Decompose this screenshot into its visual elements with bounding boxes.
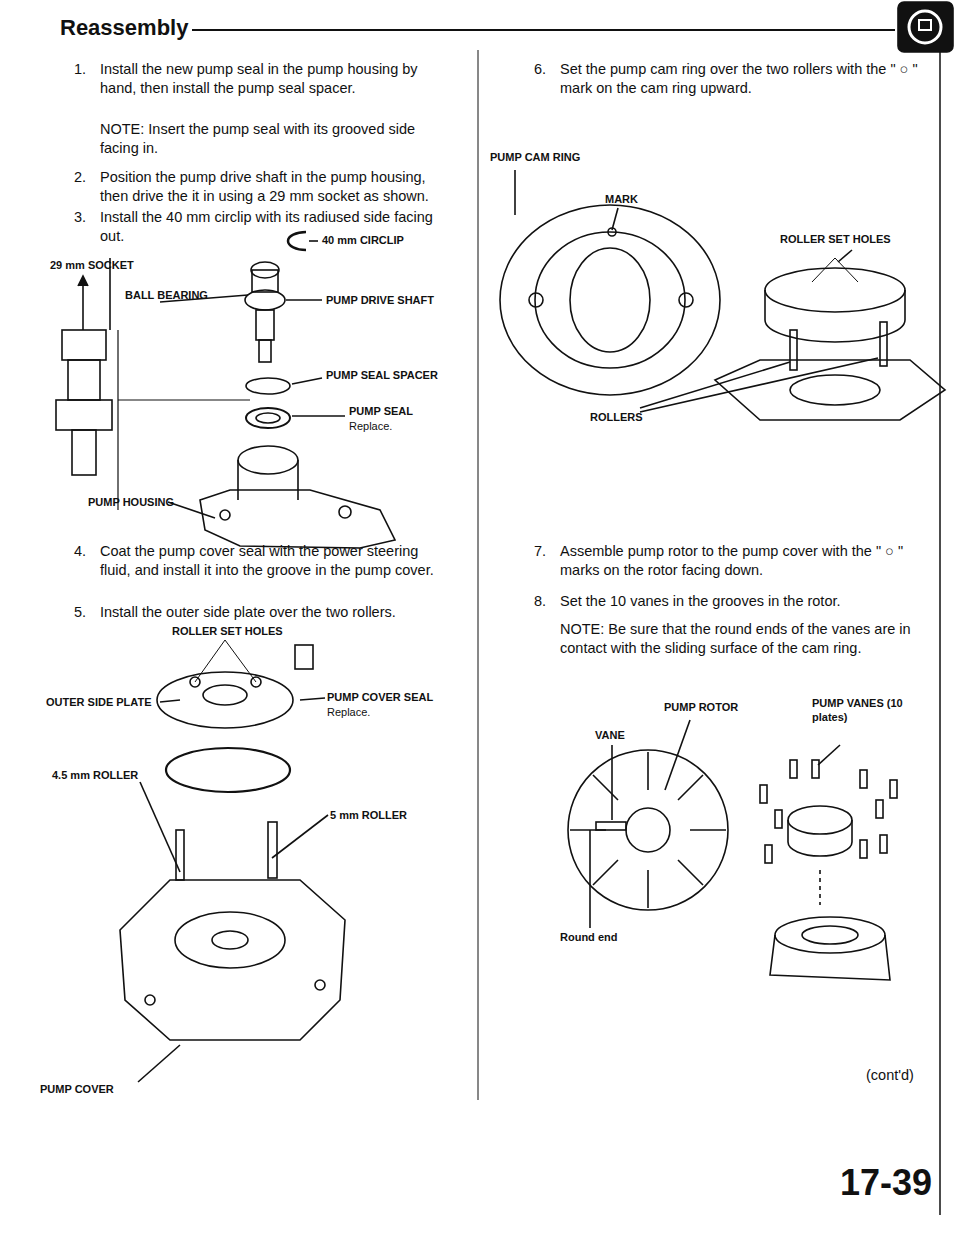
step-text: Install the outer side plate over the tw… [100,603,445,622]
pump-cover [120,822,345,1040]
vane [596,822,626,830]
rotor-face [568,750,728,910]
assembly-bracket [118,330,250,510]
part-label: ROLLER SET HOLES [780,232,891,246]
socket-tool [56,258,112,475]
continued-note: (cont'd) [866,1066,914,1085]
step-number: 8. [534,592,546,611]
step-text: Set the pump cam ring over the two rolle… [560,60,930,98]
step-number: 7. [534,542,546,561]
step-number: 3. [74,208,86,227]
leader-line [818,745,840,765]
leader-line [838,250,852,262]
part-label: PUMP VANES (10 plates) [812,696,907,725]
leader-line [640,358,878,412]
leader-line [589,830,591,928]
part-note: Replace. [349,419,392,433]
leader-line [612,208,618,230]
circlip [288,232,306,250]
outer-side-plate [157,640,293,728]
leader-line [292,378,322,384]
leader-line [286,299,322,301]
part-label: 5 mm ROLLER [330,808,407,822]
seal-spacer [246,378,290,394]
part-label: VANE [595,728,625,742]
tool-label: 29 mm SOCKET [50,258,134,272]
leader-line [309,240,318,242]
step-text: Install the new pump seal in the pump ho… [100,60,445,98]
part-label: ROLLERS [590,410,643,424]
part-label: PUMP CAM RING [490,150,580,164]
leader-line [138,1045,180,1082]
part-label: PUMP COVER SEAL [327,690,433,704]
leader-line [292,415,345,417]
leader-line [611,745,613,820]
part-label: MARK [605,192,638,206]
leader-line [640,362,790,408]
header-rule [172,29,895,31]
part-label: BALL BEARING [125,288,208,302]
leader-line [300,698,325,700]
step-text: Coat the pump cover seal with the power … [100,542,445,580]
step-number: 6. [534,60,546,79]
pump-housing [200,446,395,548]
section-icon [898,2,953,52]
part-label: ROLLER SET HOLES [172,624,283,638]
part-label: PUMP SEAL [349,404,413,418]
step-number: 5. [74,603,86,622]
leader-line [160,700,180,702]
column-divider [478,50,479,1100]
note-text: NOTE: Insert the pump seal with its groo… [100,120,445,158]
leader-line [665,720,690,790]
step-text: Assemble pump rotor to the pump cover wi… [560,542,930,580]
step-number: 2. [74,168,86,187]
part-label: PUMP COVER [40,1082,114,1096]
leader-line [140,782,180,872]
part-label: PUMP HOUSING [88,495,174,509]
cam-ring-on-cover [715,258,945,420]
rotor-and-vanes [760,760,897,980]
part-label: 40 mm CIRCLIP [322,233,404,247]
leader-line [514,170,516,215]
part-label: PUMP ROTOR [664,700,738,714]
part-note: Replace. [327,705,370,719]
page-title: Reassembly [60,14,192,43]
leader-line [272,815,328,858]
part-label: PUMP DRIVE SHAFT [326,293,434,307]
cover-seal [166,748,290,792]
cam-ring [500,205,720,395]
leader-line [168,502,215,518]
steering-wheel-icon [909,11,941,43]
part-label: Round end [560,930,617,944]
fluid-bottle [295,645,313,669]
step-number: 1. [74,60,86,79]
drive-shaft [245,262,285,362]
part-label: PUMP SEAL SPACER [326,368,438,382]
step-number: 4. [74,542,86,561]
part-label: 4.5 mm ROLLER [52,768,138,782]
pump-seal [246,408,290,428]
page-edge-rule [939,52,941,1215]
page-number: 17-39 [840,1160,932,1207]
step-text: Set the 10 vanes in the grooves in the r… [560,592,930,611]
step-text: Position the pump drive shaft in the pum… [100,168,445,206]
pump-seal-bore [256,413,280,423]
steering-wheel-hub [919,20,931,30]
part-label: OUTER SIDE PLATE [46,695,152,709]
note-text: NOTE: Be sure that the round ends of the… [560,620,930,658]
